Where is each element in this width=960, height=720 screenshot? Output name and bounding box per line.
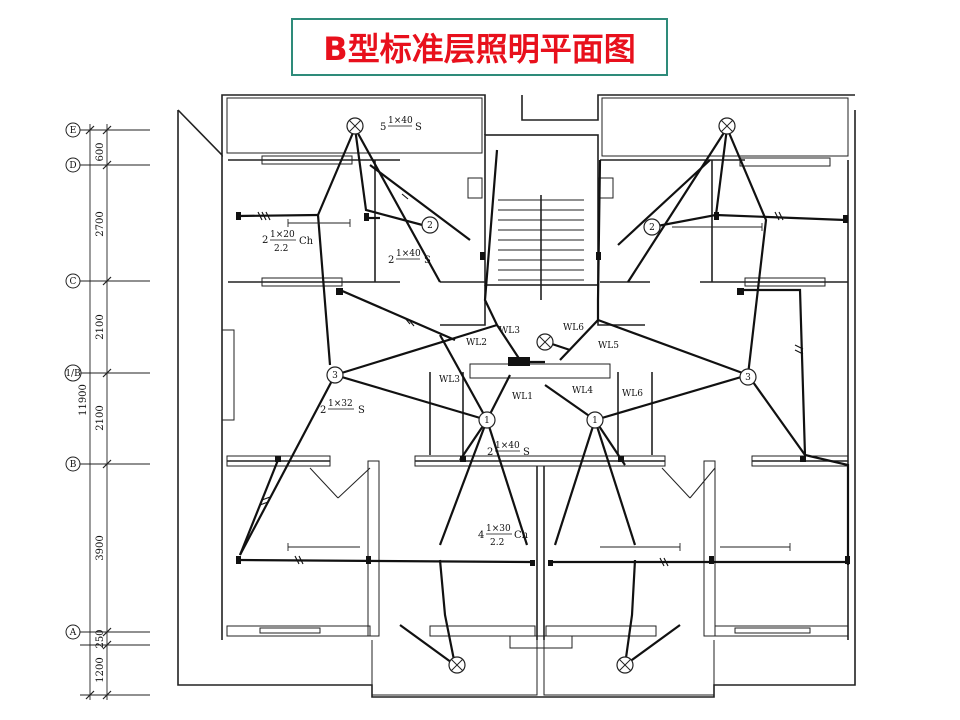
svg-text:3: 3 bbox=[745, 373, 751, 383]
lamp-icon bbox=[346, 117, 364, 135]
svg-text:Ch: Ch bbox=[299, 236, 314, 247]
axis-marker-e: E bbox=[65, 122, 81, 138]
svg-text:4: 4 bbox=[478, 530, 484, 541]
node-3-right: 3 bbox=[739, 368, 757, 386]
lamp-spec-1: 5 1×40 S bbox=[380, 116, 422, 133]
svg-text:C: C bbox=[70, 277, 77, 287]
axis-marker-1b: 1/B bbox=[64, 364, 82, 382]
dim-2700: 2700 bbox=[95, 211, 106, 236]
svg-text:2: 2 bbox=[262, 235, 268, 246]
dim-total-11900: 11900 bbox=[78, 384, 89, 416]
circuit-wl4: WL4 bbox=[572, 386, 593, 396]
svg-text:B: B bbox=[70, 460, 77, 470]
circuit-wl2: WL2 bbox=[466, 338, 487, 348]
wiring bbox=[237, 127, 850, 666]
svg-text:2: 2 bbox=[487, 447, 493, 458]
ceiling-lamps bbox=[346, 117, 736, 674]
lamp-icon bbox=[718, 117, 736, 135]
node-1-right: 1 bbox=[586, 411, 604, 429]
distribution-nodes: 1 1 2 2 3 3 bbox=[326, 216, 757, 429]
node-2-left: 2 bbox=[421, 216, 439, 234]
axis-marker-b: B bbox=[65, 456, 81, 472]
circuit-wl6-upper: WL6 bbox=[563, 323, 584, 333]
svg-text:2: 2 bbox=[649, 223, 655, 233]
dim-250: 250 bbox=[95, 629, 106, 648]
dim-1200: 1200 bbox=[95, 657, 106, 682]
svg-text:S: S bbox=[415, 122, 422, 133]
fluorescent-fixtures bbox=[287, 219, 791, 551]
dim-600: 600 bbox=[95, 142, 106, 161]
svg-text:1: 1 bbox=[484, 416, 490, 426]
svg-text:2: 2 bbox=[388, 255, 394, 266]
dimension-chain bbox=[80, 124, 150, 700]
svg-text:2: 2 bbox=[320, 405, 326, 416]
svg-text:A: A bbox=[69, 628, 77, 638]
svg-text:1×32: 1×32 bbox=[328, 399, 353, 409]
svg-text:1: 1 bbox=[592, 416, 598, 426]
svg-text:S: S bbox=[424, 255, 431, 266]
svg-text:1×20: 1×20 bbox=[270, 230, 295, 240]
dim-3900: 3900 bbox=[95, 535, 106, 560]
wire-count-ticks bbox=[257, 190, 804, 567]
page-title: B型标准层照明平面图 bbox=[323, 30, 636, 68]
node-1-left: 1 bbox=[478, 411, 496, 429]
lamp-spec-6: 4 1×30 2.2 Ch bbox=[478, 524, 529, 548]
lamp-spec-2: 2 1×20 2.2 Ch bbox=[262, 230, 314, 254]
circuit-wl3-upper: WL3 bbox=[499, 326, 520, 336]
building-walls bbox=[177, 94, 856, 698]
svg-text:5: 5 bbox=[380, 122, 386, 133]
svg-text:1×40: 1×40 bbox=[388, 116, 413, 126]
svg-text:2.2: 2.2 bbox=[274, 244, 288, 254]
svg-text:S: S bbox=[523, 447, 530, 458]
svg-text:D: D bbox=[69, 161, 76, 171]
circuit-labels: WL3 WL6 WL2 WL5 WL3 WL1 WL4 WL6 bbox=[439, 323, 643, 402]
svg-text:1×30: 1×30 bbox=[486, 524, 511, 534]
svg-text:S: S bbox=[358, 405, 365, 416]
circuit-wl6-lower: WL6 bbox=[622, 389, 643, 399]
lamp-spec-labels: 5 1×40 S 2 1×20 2.2 Ch 2 1×40 S 2 1×32 S… bbox=[262, 116, 530, 548]
svg-text:2.2: 2.2 bbox=[490, 538, 504, 548]
dim-2100-a: 2100 bbox=[95, 314, 106, 339]
title-box: B型标准层照明平面图 bbox=[291, 18, 668, 76]
axis-marker-d: D bbox=[65, 157, 81, 173]
dim-2100-b: 2100 bbox=[95, 405, 106, 430]
svg-text:1/B: 1/B bbox=[65, 369, 81, 379]
lamp-icon bbox=[616, 656, 634, 674]
dimension-labels: 600 2700 2100 2100 3900 250 1200 11900 bbox=[78, 142, 106, 682]
svg-text:E: E bbox=[70, 126, 77, 136]
circuit-wl1: WL1 bbox=[512, 392, 533, 402]
axis-marker-a: A bbox=[65, 624, 81, 640]
node-2-right: 2 bbox=[643, 218, 661, 236]
axis-markers: E D C 1/B B A bbox=[64, 122, 82, 640]
lamp-spec-3: 2 1×40 S bbox=[388, 249, 431, 266]
circuit-wl3-lower: WL3 bbox=[439, 375, 460, 385]
lamp-icon bbox=[536, 333, 554, 351]
lamp-spec-4: 2 1×32 S bbox=[320, 399, 365, 416]
node-3-left: 3 bbox=[326, 366, 344, 384]
circuit-wl5: WL5 bbox=[598, 341, 619, 351]
lamp-spec-5: 2 1×40 S bbox=[487, 441, 530, 458]
svg-text:Ch: Ch bbox=[514, 530, 529, 541]
svg-text:3: 3 bbox=[332, 371, 338, 381]
svg-text:1×40: 1×40 bbox=[495, 441, 520, 451]
svg-text:2: 2 bbox=[427, 221, 433, 231]
lamp-icon bbox=[448, 656, 466, 674]
svg-text:1×40: 1×40 bbox=[396, 249, 421, 259]
axis-marker-c: C bbox=[65, 273, 81, 289]
switches bbox=[236, 212, 850, 566]
